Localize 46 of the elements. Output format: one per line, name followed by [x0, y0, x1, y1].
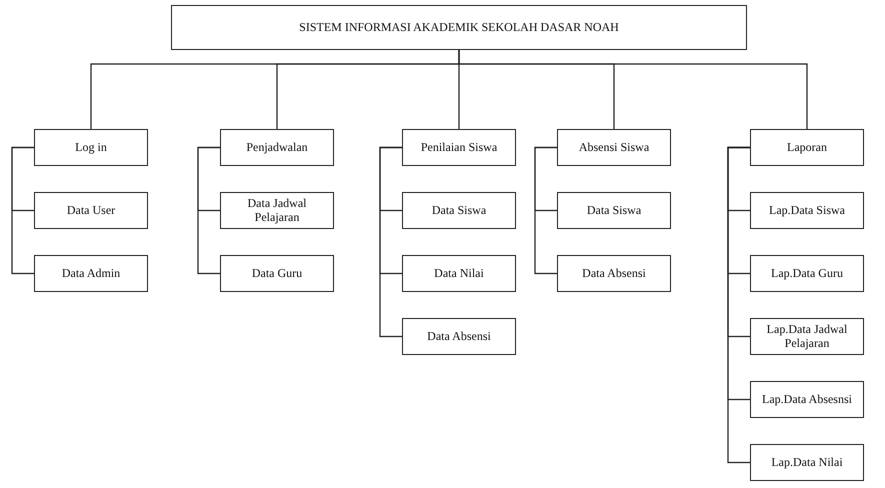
box-label: SISTEM INFORMASI AKADEMIK SEKOLAH DASAR NOAH — [299, 20, 619, 34]
box-label: Data Siswa — [586, 204, 642, 218]
connector-line — [534, 146, 557, 274]
box-label: Laporan — [787, 140, 827, 154]
menu-box — [220, 192, 334, 229]
menu-box — [34, 192, 148, 229]
menu-box — [557, 192, 671, 229]
menu-box — [750, 129, 864, 166]
box-label: Lap.Data Jadwal Pelajaran — [766, 323, 848, 350]
menu-box — [750, 255, 864, 292]
menu-box — [750, 192, 864, 229]
menu-box — [402, 255, 516, 292]
box-label: Data Nilai — [434, 266, 484, 280]
menu-box — [34, 255, 148, 292]
menu-box — [557, 255, 671, 292]
menu-box — [402, 129, 516, 166]
box-label: Lap.Data Guru — [771, 266, 843, 280]
box-label: Data Jadwal Pelajaran — [246, 197, 308, 224]
menu-box — [402, 318, 516, 355]
connector-line — [379, 146, 402, 338]
box-label: Data Guru — [252, 266, 302, 280]
root-box — [171, 5, 747, 50]
menu-box — [34, 129, 148, 166]
connector-line — [11, 146, 34, 274]
box-label: Lap.Data Siswa — [769, 204, 845, 218]
menu-box — [750, 381, 864, 418]
box-label: Data Absensi — [427, 330, 491, 344]
box-label: Penjadwalan — [246, 140, 308, 154]
menu-box — [220, 129, 334, 166]
connector-line — [458, 50, 808, 129]
box-label: Lap.Data Absesnsi — [762, 392, 852, 406]
box-label: Data Siswa — [432, 204, 486, 218]
menu-box — [557, 129, 671, 166]
box-label: Penilaian Siswa — [420, 140, 498, 154]
connector-line — [197, 146, 220, 274]
menu-box — [220, 255, 334, 292]
box-label: Data Admin — [62, 266, 120, 280]
box-label: Log in — [75, 140, 107, 154]
menu-box — [402, 192, 516, 229]
connector-line — [727, 146, 750, 464]
box-label: Lap.Data Nilai — [771, 456, 843, 470]
box-label: Data User — [66, 204, 116, 218]
box-label: Absensi Siswa — [578, 140, 650, 154]
menu-box — [750, 318, 864, 355]
menu-box — [750, 444, 864, 481]
box-label: Data Absensi — [582, 266, 646, 280]
